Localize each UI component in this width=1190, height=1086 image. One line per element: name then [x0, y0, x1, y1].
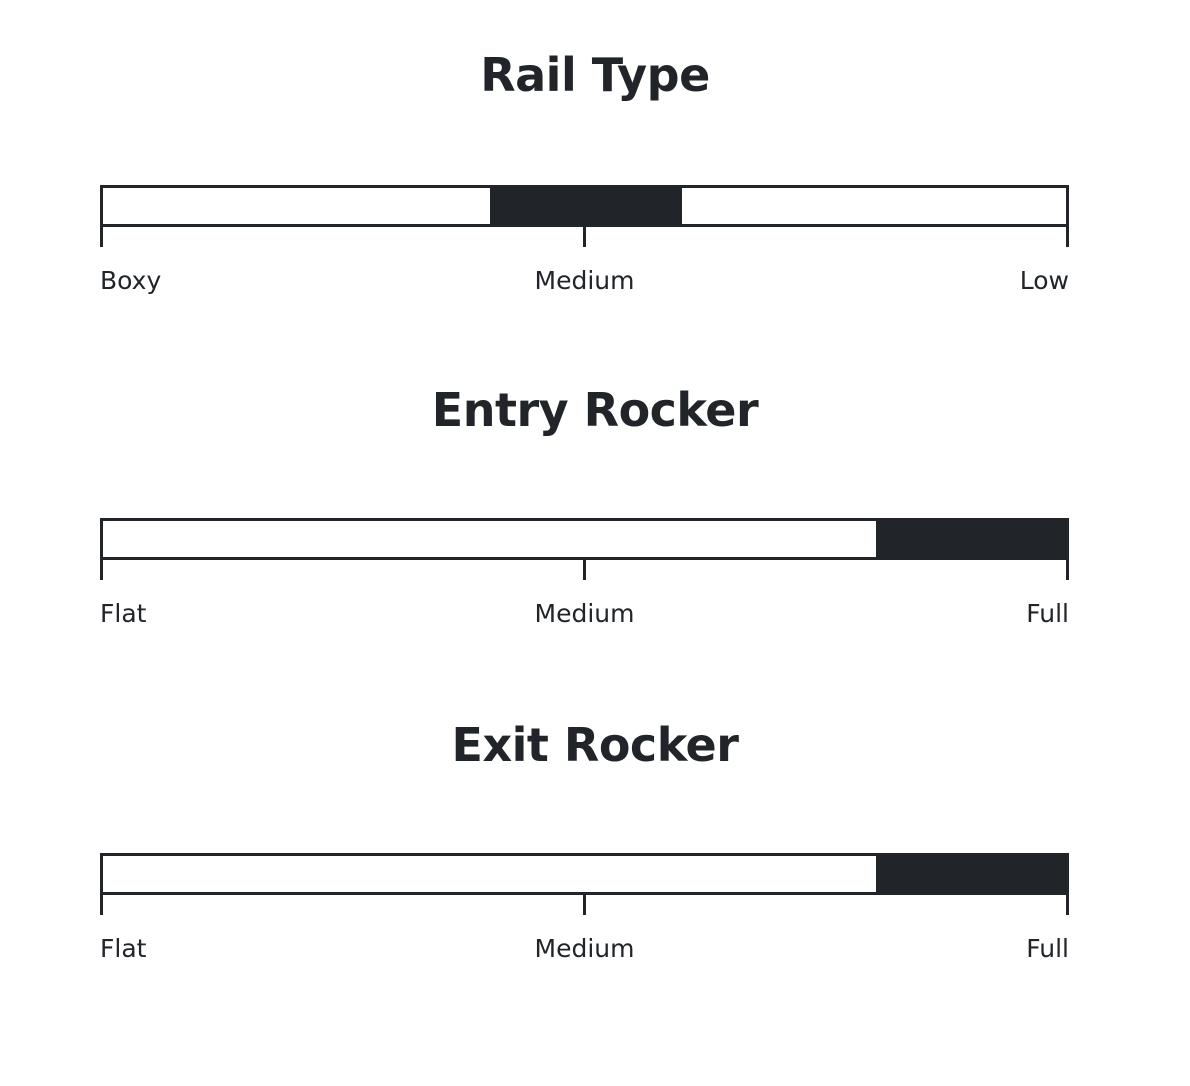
- scale-label-left-rail-type: Boxy: [100, 266, 162, 295]
- gauge-fill-rail-type: [490, 185, 682, 227]
- gauge-fill-exit-rocker: [876, 853, 1066, 895]
- gauge-fill-entry-rocker: [876, 518, 1066, 560]
- gauge-track-exit-rocker[interactable]: [100, 853, 1069, 895]
- gauge-axis-entry-rocker: [100, 560, 1069, 580]
- scale-label-left-entry-rocker: Flat: [100, 599, 147, 628]
- axis-tick-start-entry-rocker: [100, 560, 103, 580]
- gauge-entry-rocker[interactable]: Flat Medium Full: [100, 518, 1069, 631]
- gauge-axis-exit-rocker: [100, 895, 1069, 915]
- axis-tick-end-entry-rocker: [1066, 560, 1069, 580]
- gauge-axis-rail-type: [100, 227, 1069, 247]
- scale-label-center-entry-rocker: Medium: [534, 599, 635, 628]
- axis-tick-start-rail-type: [100, 227, 103, 247]
- scale-label-right-exit-rocker: Full: [1026, 934, 1069, 963]
- section-title-entry-rocker: Entry Rocker: [431, 383, 759, 437]
- scale-label-center-exit-rocker: Medium: [534, 934, 635, 963]
- gauge-rail-type[interactable]: Boxy Medium Low: [100, 185, 1069, 298]
- gauge-exit-rocker[interactable]: Flat Medium Full: [100, 853, 1069, 966]
- scale-label-center-rail-type: Medium: [534, 266, 635, 295]
- axis-tick-mid-exit-rocker: [583, 895, 586, 915]
- section-entry-rocker: Entry Rocker: [0, 387, 1190, 433]
- scale-labels-entry-rocker: Flat Medium Full: [100, 597, 1069, 631]
- section-rail-type: Rail Type: [0, 52, 1190, 98]
- scale-labels-rail-type: Boxy Medium Low: [100, 264, 1069, 298]
- gauge-track-entry-rocker[interactable]: [100, 518, 1069, 560]
- scale-label-left-exit-rocker: Flat: [100, 934, 147, 963]
- section-title-exit-rocker: Exit Rocker: [451, 718, 739, 772]
- section-title-rail-type: Rail Type: [480, 48, 710, 102]
- scale-labels-exit-rocker: Flat Medium Full: [100, 932, 1069, 966]
- axis-tick-end-rail-type: [1066, 227, 1069, 247]
- gauge-track-rail-type[interactable]: [100, 185, 1069, 227]
- section-exit-rocker: Exit Rocker: [0, 722, 1190, 768]
- axis-tick-mid-rail-type: [583, 227, 586, 247]
- axis-tick-end-exit-rocker: [1066, 895, 1069, 915]
- scale-label-right-entry-rocker: Full: [1026, 599, 1069, 628]
- axis-tick-start-exit-rocker: [100, 895, 103, 915]
- axis-tick-mid-entry-rocker: [583, 560, 586, 580]
- scale-label-right-rail-type: Low: [1019, 266, 1069, 295]
